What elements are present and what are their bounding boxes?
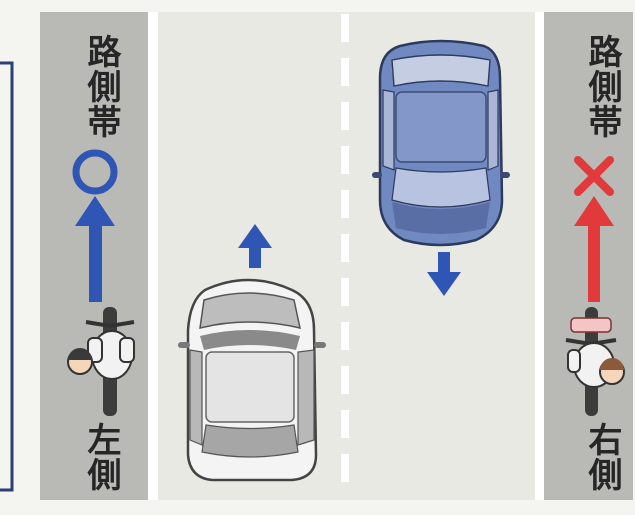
- car-icon: [178, 278, 326, 482]
- arrow-up-icon: [238, 224, 272, 268]
- bicycle-rider-icon: [67, 307, 135, 416]
- right-shoulder-label: 路側帯: [582, 34, 622, 139]
- arrow-down-icon: [427, 252, 461, 296]
- car-icon: [372, 39, 510, 247]
- left-edge-line: [148, 12, 158, 500]
- right-side-label: 右側: [582, 422, 622, 492]
- left-side-label: 左側: [81, 422, 121, 492]
- arrow-up-icon: [574, 196, 614, 302]
- bicycle-rider-icon: [565, 307, 625, 416]
- ok-circle-icon: [72, 149, 118, 195]
- center-dashed-line: [341, 14, 349, 482]
- right-edge-line: [535, 12, 544, 500]
- arrow-up-icon: [75, 196, 115, 302]
- ng-cross-icon: [574, 156, 614, 196]
- left-shoulder-label: 路側帯: [81, 34, 121, 139]
- frame-line: [0, 61, 14, 492]
